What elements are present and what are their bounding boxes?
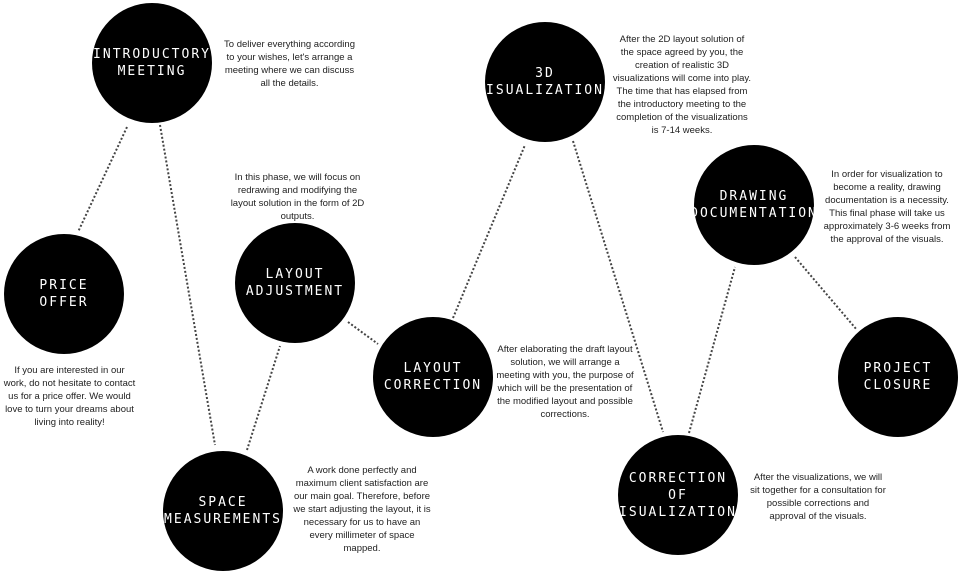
step-project-closure-node: PROJECT CLOSURE <box>838 317 958 437</box>
step-introductory-meeting-description: To deliver everything according to your … <box>224 39 355 89</box>
step-3d-visualizations-node: 3D VISUALIZATIONS <box>476 22 612 142</box>
step-correction-of-visualizations-description: After the visualizations, we will sit to… <box>750 472 886 522</box>
connector-introductory-price <box>77 126 128 233</box>
step-drawing-documentation-description: In order for visualization to become a r… <box>823 169 951 245</box>
connector-correction-visualizations-drawing <box>688 266 736 434</box>
connector-layout-adjustment-correction <box>347 321 379 345</box>
step-project-closure-title: PROJECT CLOSURE <box>863 361 933 393</box>
connector-space-layout-adjustment <box>246 345 281 451</box>
step-space-measurements-description: A work done perfectly and maximum client… <box>293 465 431 554</box>
step-layout-adjustment-description: In this phase, we will focus on redrawin… <box>230 172 365 222</box>
connector-correction-3d <box>452 144 526 319</box>
step-layout-correction-description: After elaborating the draft layout solut… <box>496 344 634 420</box>
connector-introductory-space <box>159 124 216 446</box>
step-correction-of-visualizations-title: CORRECTION OF VISUALIZATIONS <box>609 470 747 520</box>
step-price-offer-description: If you are interested in our work, do no… <box>3 365 136 428</box>
step-3d-visualizations-description: After the 2D layout solution of the spac… <box>612 34 752 136</box>
step-layout-correction-node: LAYOUT CORRECTION <box>373 317 493 437</box>
step-space-measurements-node: SPACE MEASUREMENTS <box>163 451 283 571</box>
step-layout-correction-title: LAYOUT CORRECTION <box>383 361 483 393</box>
step-3d-visualizations-title: 3D VISUALIZATIONS <box>476 66 614 98</box>
step-drawing-documentation-node: DRAWING DOCUMENTATION <box>690 145 816 265</box>
step-introductory-meeting-title: INTRODUCTORY MEETING <box>93 47 211 79</box>
step-correction-of-visualizations-node: CORRECTION OF VISUALIZATIONS <box>609 435 745 555</box>
step-layout-adjustment-node: LAYOUT ADJUSTMENT <box>235 223 355 343</box>
step-introductory-meeting-node: INTRODUCTORY MEETING <box>92 3 212 123</box>
connector-3d-correction-visualizations <box>572 140 664 433</box>
step-price-offer-title: PRICE OFFER <box>39 278 89 310</box>
step-layout-adjustment-title: LAYOUT ADJUSTMENT <box>245 267 345 299</box>
step-drawing-documentation-title: DRAWING DOCUMENTATION <box>690 189 818 221</box>
connector-drawing-closure <box>794 256 858 331</box>
step-space-measurements-title: SPACE MEASUREMENTS <box>164 495 282 527</box>
step-price-offer-node: PRICE OFFER <box>4 234 124 354</box>
